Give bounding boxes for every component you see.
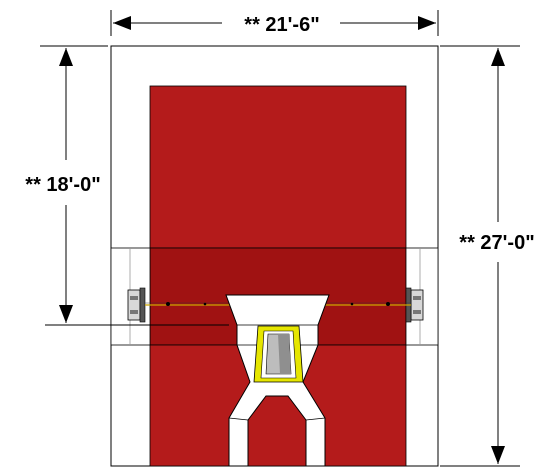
door-height-label: ** 18'-0" <box>25 174 100 196</box>
overall-height-label: ** 27'-0" <box>459 232 534 254</box>
top-dimension <box>110 10 439 36</box>
door-panel-upper <box>149 85 407 249</box>
overall-width-label: ** 21'-6" <box>244 14 319 36</box>
left-hardware-bracket <box>127 287 146 323</box>
left-dimension <box>40 45 108 323</box>
right-dimension <box>440 45 520 467</box>
